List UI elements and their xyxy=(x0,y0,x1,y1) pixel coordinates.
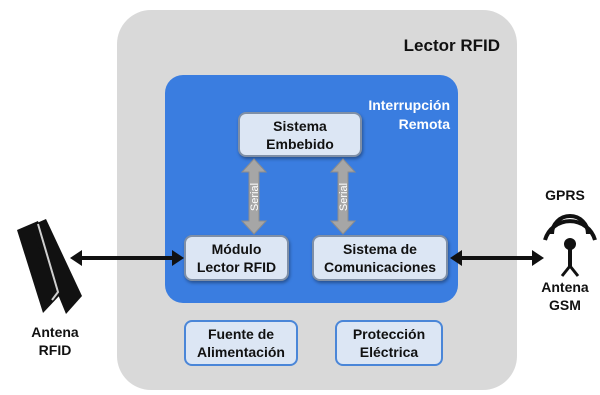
fuente-alimentacion-block: Fuente de Alimentación xyxy=(184,320,298,366)
interrupcion-title-line1: Interrupción xyxy=(368,97,450,113)
modulo-lector-block: Módulo Lector RFID xyxy=(184,235,289,281)
modulo-line2: Lector RFID xyxy=(196,259,277,275)
modulo-line1: Módulo xyxy=(211,241,262,257)
sistema-line1: Sistema xyxy=(273,117,327,134)
serial-arrow-right: Serial xyxy=(329,158,357,235)
sistema-line2: Embebido xyxy=(266,135,334,152)
fuente-line1: Fuente de xyxy=(207,326,275,342)
rfid-link-arrow xyxy=(70,250,184,266)
comunicaciones-line1: Sistema de xyxy=(343,241,417,257)
interrupcion-title-line2: Remota xyxy=(398,116,450,132)
antena-gsm-label: Antena GSM xyxy=(535,278,595,314)
comunicaciones-line2: Comunicaciones xyxy=(323,259,437,275)
gprs-label: GPRS xyxy=(545,187,585,203)
rfid-antenna-icon xyxy=(17,219,82,314)
gsm-link-arrow xyxy=(450,250,544,266)
antena-gsm-line2: GSM xyxy=(549,297,581,313)
lector-rfid-title: Lector RFID xyxy=(403,36,500,55)
sistema-embebido-block: Sistema Embebido xyxy=(238,112,362,157)
serial-label-left: Serial xyxy=(249,183,261,211)
sistema-comunicaciones-block: Sistema de Comunicaciones xyxy=(312,235,448,281)
antena-rfid-line1: Antena xyxy=(31,324,79,340)
interrupcion-remota-title: Interrupción Remota xyxy=(340,96,450,134)
proteccion-line1: Protección xyxy=(352,326,426,342)
gsm-antenna-icon xyxy=(543,214,597,277)
fuente-line2: Alimentación xyxy=(197,344,285,360)
antena-rfid-label: Antena RFID xyxy=(20,323,90,359)
proteccion-electrica-block: Protección Eléctrica xyxy=(335,320,443,366)
proteccion-line2: Eléctrica xyxy=(359,344,419,360)
serial-label-right: Serial xyxy=(338,183,350,211)
antena-rfid-line2: RFID xyxy=(38,342,72,358)
serial-arrow-left: Serial xyxy=(240,158,268,235)
antena-gsm-line1: Antena xyxy=(541,279,589,295)
